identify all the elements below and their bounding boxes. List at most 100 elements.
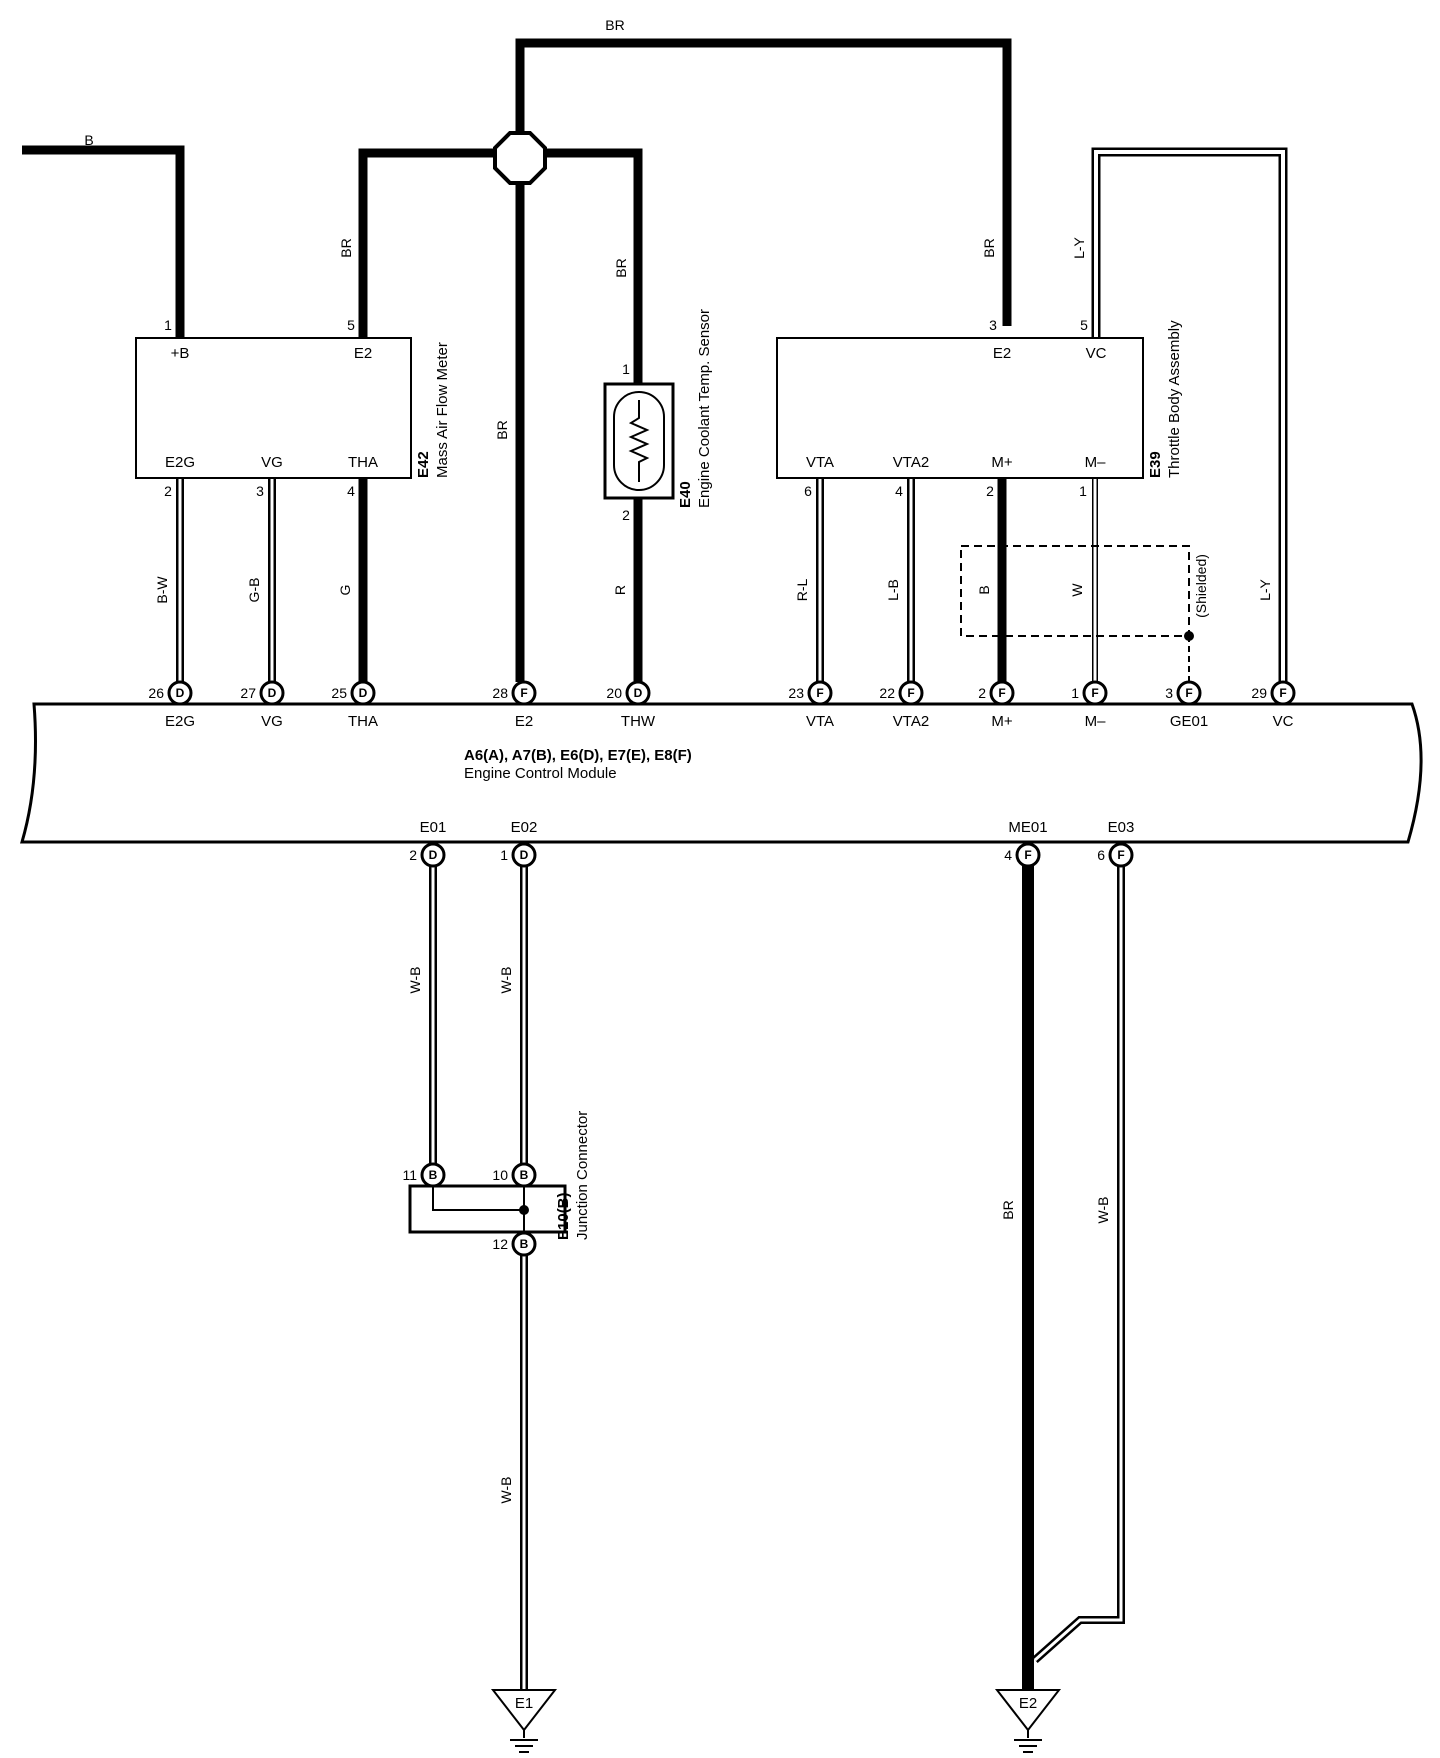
connector-letter: D [176, 686, 185, 700]
ecm-name: Engine Control Module [464, 765, 617, 782]
jc-bus [432, 1186, 524, 1211]
connector-letter: F [907, 686, 914, 700]
pin-number: 1 [500, 847, 508, 863]
pin-number: 20 [606, 685, 622, 701]
ecm-pin-label: THW [621, 713, 656, 730]
pin-label: E2G [165, 454, 195, 471]
shield-junction [1184, 631, 1194, 641]
connector-letter: F [1024, 848, 1031, 862]
tb-code: E39 [1147, 451, 1164, 478]
connector-letter: F [1117, 848, 1124, 862]
pin-number: 3 [989, 317, 997, 333]
pin-number: 5 [1080, 317, 1088, 333]
ecm-pin-label: M+ [991, 713, 1012, 730]
wire-label: R-L [794, 579, 810, 602]
wire-label: W-B [498, 967, 514, 994]
pin-number: 25 [331, 685, 347, 701]
wire-label: BR [338, 238, 354, 257]
connector-letter: F [998, 686, 1005, 700]
wire-label: BR [605, 17, 624, 33]
pin-connector: F [511, 680, 537, 706]
pin-number: 3 [256, 483, 264, 499]
ecm-bottom-connectors: D D F F [420, 842, 1134, 868]
pin-number: 2 [409, 847, 417, 863]
ecm-pin-label: THA [348, 713, 378, 730]
pin-connector: F [1108, 842, 1134, 868]
splice-octagon [493, 131, 547, 185]
ecm-pin-label: E01 [420, 819, 447, 836]
wire-label: BR [981, 238, 997, 257]
pin-connector: B [511, 1162, 537, 1188]
pin-number: 2 [622, 507, 630, 523]
pin-number: 6 [804, 483, 812, 499]
wire-e03-core [1034, 862, 1123, 1662]
wire-vc-ly-core [1094, 150, 1285, 682]
pin-number: 1 [1071, 685, 1079, 701]
pin-number: 1 [1079, 483, 1087, 499]
pin-number: 26 [148, 685, 164, 701]
ecm-pin-label: ME01 [1008, 819, 1047, 836]
shield-box [960, 545, 1190, 637]
wire-label: BR [494, 420, 510, 439]
ecm-pin-label: E03 [1108, 819, 1135, 836]
pin-number: 27 [240, 685, 256, 701]
pin-label: E2 [354, 345, 372, 362]
pin-label: THA [348, 454, 378, 471]
tb-name: Throttle Body Assembly [1166, 320, 1183, 478]
ecm-pin-label: VC [1273, 713, 1294, 730]
pin-number: 28 [492, 685, 508, 701]
resistor-icon [628, 400, 650, 482]
pin-connector: F [989, 680, 1015, 706]
jc-connectors: B B B [420, 1162, 537, 1257]
pin-connector: B [420, 1162, 446, 1188]
pin-number: 11 [402, 1167, 417, 1183]
pin-number: 4 [895, 483, 903, 499]
wire-e03-wb [1032, 862, 1125, 1663]
connector-letter: D [429, 848, 438, 862]
connector-letter: F [1185, 686, 1192, 700]
pin-number: 4 [347, 483, 355, 499]
wire-label: R [612, 585, 628, 595]
ground-e2: E2 [994, 1689, 1062, 1753]
ecm-pin-label: E02 [511, 819, 538, 836]
tb-box [776, 337, 1144, 479]
ecm-pin-label: VTA [806, 713, 834, 730]
wires [22, 38, 1288, 1690]
ecm-pin-label: M– [1085, 713, 1106, 730]
wire-label: B [84, 132, 93, 148]
pin-connector: F [1082, 680, 1108, 706]
ecm-pin-label: VG [261, 713, 283, 730]
jc-junction-dot [519, 1205, 529, 1215]
ecm-pin-label: E2G [165, 713, 195, 730]
pin-connector: D [350, 680, 376, 706]
pin-number: 6 [1097, 847, 1105, 863]
pin-number: 1 [622, 361, 630, 377]
pin-label: VTA [806, 454, 834, 471]
connector-letter: D [520, 848, 529, 862]
ecm-codes: A6(A), A7(B), E6(D), E7(E), E8(F) [464, 747, 692, 764]
wire-label: W-B [498, 1477, 514, 1504]
connector-letter: F [520, 686, 527, 700]
pin-number: 2 [978, 685, 986, 701]
wire-label: L-Y [1257, 578, 1273, 600]
wire-b-left [22, 145, 185, 338]
jc-name: Junction Connector [574, 1111, 591, 1240]
ecm-pin-label: GE01 [1170, 713, 1208, 730]
wire-label: BR [1000, 1200, 1016, 1219]
connector-letter: D [359, 686, 368, 700]
pin-number: 4 [1004, 847, 1012, 863]
pin-connector: F [898, 680, 924, 706]
connector-letter: B [429, 1168, 438, 1182]
connector-letter: B [520, 1168, 529, 1182]
wire-label: G-B [246, 578, 262, 603]
ecm-body [20, 702, 1423, 844]
pin-number: 29 [1251, 685, 1267, 701]
pin-number: 22 [879, 685, 895, 701]
ground-e1: E1 [490, 1689, 558, 1753]
connector-letter: D [268, 686, 277, 700]
pin-number: 1 [164, 317, 172, 333]
shield-label: (Shielded) [1193, 554, 1209, 618]
ecm-pin-label: E2 [515, 713, 533, 730]
pin-label: VTA2 [893, 454, 929, 471]
